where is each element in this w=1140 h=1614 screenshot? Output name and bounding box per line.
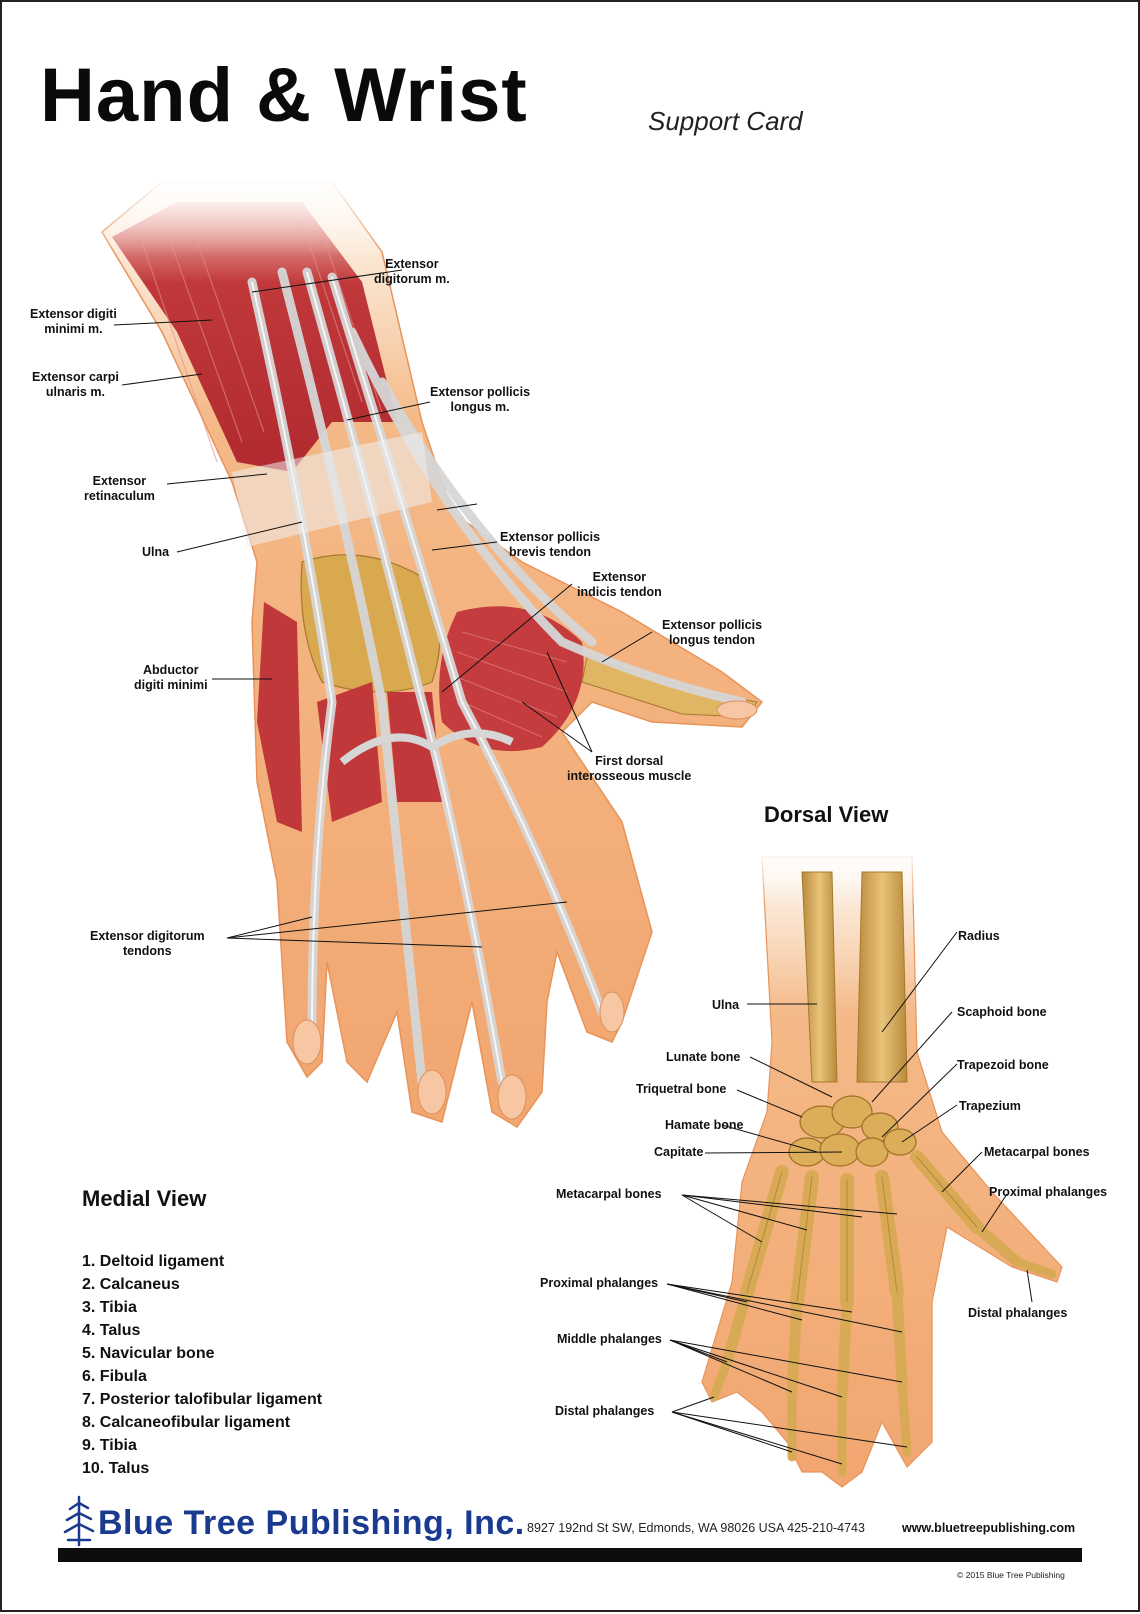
label-proximal-phalanges-right: Proximal phalanges xyxy=(989,1185,1108,1199)
label-trapezoid-bone: Trapezoid bone xyxy=(957,1058,1049,1072)
label-triquetral-bone: Triquetral bone xyxy=(636,1082,727,1096)
label-capitate: Capitate xyxy=(654,1145,704,1159)
dorsal-skeleton-hand xyxy=(701,847,1063,1488)
tree-logo-icon xyxy=(63,1495,95,1547)
skeleton-leaders xyxy=(666,931,1033,1465)
list-item: 3. Tibia xyxy=(82,1299,137,1316)
label-radius: Radius xyxy=(958,929,1000,943)
label-proximal-phalanges-left: Proximal phalanges xyxy=(540,1276,659,1290)
label-metacarpal-bones-left: Metacarpal bones xyxy=(556,1187,662,1201)
label-metacarpal-bones-right: Metacarpal bones xyxy=(984,1145,1090,1159)
copyright: © 2015 Blue Tree Publishing xyxy=(957,1570,1065,1580)
company-address: 8927 192nd St SW, Edmonds, WA 98026 USA … xyxy=(527,1521,865,1535)
label-lunate-bone: Lunate bone xyxy=(666,1050,741,1064)
label-ulna-bone: Ulna xyxy=(712,998,740,1012)
label-ulna-muscle: Ulna xyxy=(142,545,170,559)
list-item: 6. Fibula xyxy=(82,1368,147,1385)
medial-view-list: 1. Deltoid ligament 2. Calcaneus 3. Tibi… xyxy=(82,1250,322,1480)
label-trapezium: Trapezium xyxy=(959,1099,1021,1113)
page-subtitle: Support Card xyxy=(648,106,803,136)
label-distal-phalanges-right: Distal phalanges xyxy=(968,1306,1068,1320)
page-title: Hand & Wrist xyxy=(40,53,528,138)
dorsal-muscle-hand xyxy=(92,177,764,1128)
company-website[interactable]: www.bluetreepublishing.com xyxy=(902,1521,1076,1535)
list-item: 8. Calcaneofibular ligament xyxy=(82,1414,291,1431)
list-item: 10. Talus xyxy=(82,1460,150,1477)
list-item: 5. Navicular bone xyxy=(82,1345,215,1362)
list-item: 2. Calcaneus xyxy=(82,1276,180,1293)
list-item: 1. Deltoid ligament xyxy=(82,1253,225,1270)
label-scaphoid-bone: Scaphoid bone xyxy=(957,1005,1047,1019)
list-item: 9. Tibia xyxy=(82,1437,137,1454)
company-name: Blue Tree Publishing, Inc. xyxy=(98,1504,525,1542)
list-item: 4. Talus xyxy=(82,1322,141,1339)
label-distal-phalanges-left: Distal phalanges xyxy=(555,1404,655,1418)
label-middle-phalanges: Middle phalanges xyxy=(557,1332,662,1346)
list-item: 7. Posterior talofibular ligament xyxy=(82,1391,323,1408)
dorsal-view-title: Dorsal View xyxy=(764,802,889,827)
medial-view-title: Medial View xyxy=(82,1186,207,1211)
label-hamate-bone: Hamate bone xyxy=(665,1118,744,1132)
dorsal-muscle-leaders xyxy=(113,269,653,948)
footer-bar xyxy=(58,1548,1082,1562)
